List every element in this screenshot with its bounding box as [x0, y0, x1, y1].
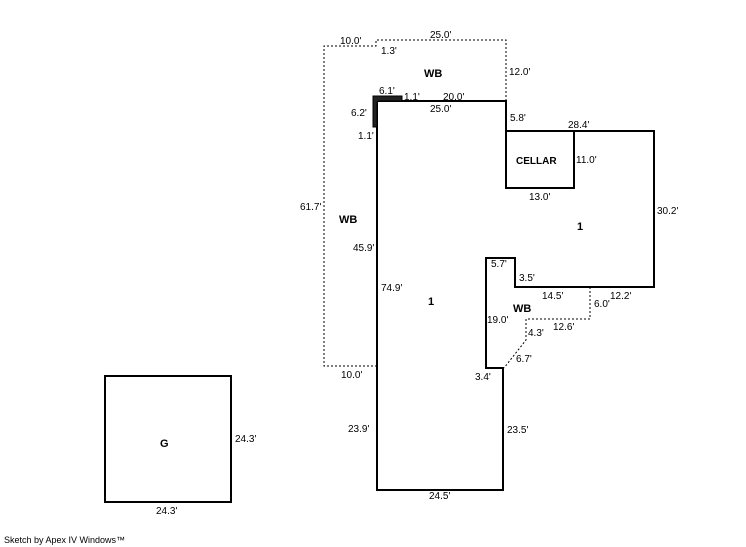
dimension: 30.2' [657, 206, 678, 217]
dimension: 24.3' [156, 506, 177, 517]
area-label: 1 [577, 221, 583, 233]
wb-right-outline [503, 287, 591, 369]
dimension: 3.4' [475, 372, 491, 383]
dimension: 24.3' [235, 434, 256, 445]
dimension: 20.0' [443, 92, 464, 103]
cellar-outline [505, 130, 575, 189]
dimension: 5.8' [510, 113, 526, 124]
dimension: 19.0' [487, 315, 508, 326]
dimension: 5.7' [491, 259, 507, 270]
area-label: CELLAR [516, 156, 557, 167]
dimension: 4.3' [528, 328, 544, 339]
dimension: 25.0' [430, 30, 451, 41]
dimension: 12.0' [509, 67, 530, 78]
dimension: 45.9' [353, 243, 374, 254]
dimension: 10.0' [340, 36, 361, 47]
dimension: 6.2' [351, 108, 367, 119]
dimension: 6.0' [594, 299, 610, 310]
dimension: 24.5' [429, 491, 450, 502]
dimension: 23.9' [348, 424, 369, 435]
dimension: 61.7' [300, 202, 321, 213]
dimension: 1.1' [404, 92, 420, 103]
area-label: WB [339, 214, 357, 226]
area-label: G [160, 438, 169, 450]
area-label: WB [424, 68, 442, 80]
dimension: 25.0' [430, 104, 451, 115]
dimension: 28.4' [568, 120, 589, 131]
dimension: 10.0' [341, 370, 362, 381]
dimension: 11.0' [576, 155, 597, 166]
dimension-labels: 10.0' 25.0' 1.3' 12.0' 6.1' 1.1' 20.0' 6… [156, 30, 678, 517]
dimension: 1.3' [381, 46, 397, 57]
footer-credit: Sketch by Apex IV Windows™ [4, 535, 126, 545]
dimension: 3.5' [519, 273, 535, 284]
dimension: 23.5' [507, 425, 528, 436]
dimension: 12.6' [553, 322, 574, 333]
dimension: 13.0' [529, 192, 550, 203]
garage-outline [104, 375, 232, 503]
dimension: 6.1' [379, 86, 395, 97]
area-label: WB [513, 303, 531, 315]
dimension: 12.2' [610, 291, 631, 302]
area-label: 1 [428, 296, 434, 308]
dimension: 14.5' [542, 291, 563, 302]
dimension: 6.7' [516, 354, 532, 365]
dimension: 74.9' [381, 283, 402, 294]
wb-top-left-outline [323, 39, 507, 367]
corner-feature [372, 95, 403, 128]
dimension: 1.1' [358, 131, 374, 142]
